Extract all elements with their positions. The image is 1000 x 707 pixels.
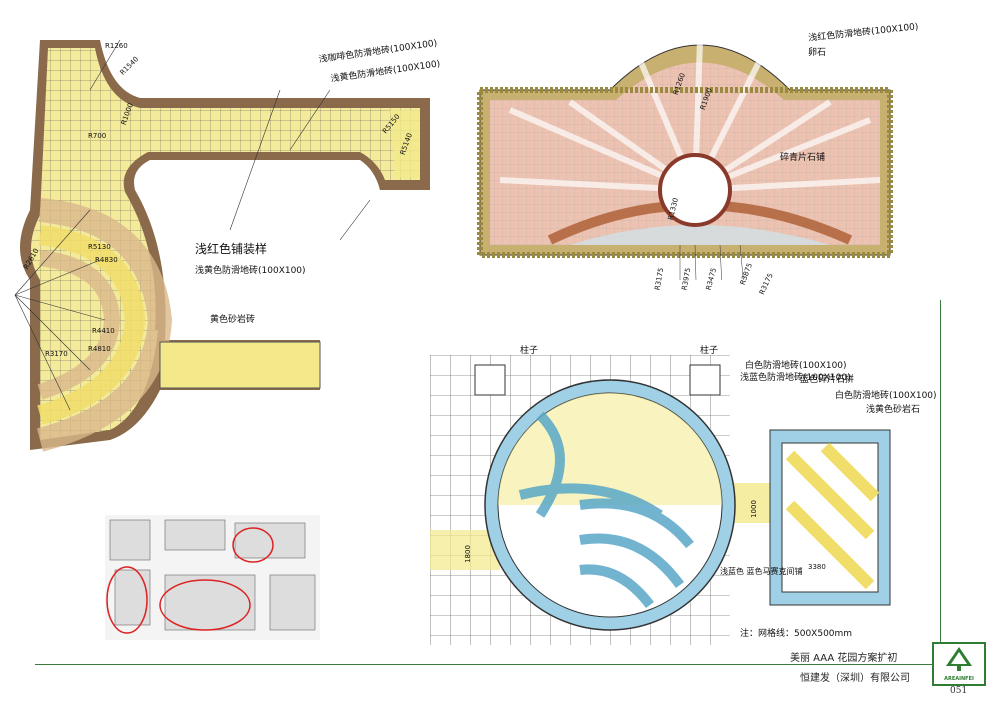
logo-text: AREAINFEI [944, 676, 974, 682]
label-mosaic: 浅蓝色 蓝色马赛克间铺 [720, 567, 803, 576]
label-light-yellow-bricks: 浅黄色防滑地砖(100X100) [195, 266, 306, 276]
label-paving-style: 浅红色铺装样 [195, 242, 268, 256]
label-note: 注：网格线：500X500mm [740, 629, 853, 639]
top-right-plan [477, 39, 893, 280]
label-yellow-brick-path: 黄色砂岩砖 [210, 315, 256, 325]
dim-left-7: R4810 [88, 345, 111, 353]
label-white-tile: 白色防滑地砖(100X100) [745, 361, 847, 371]
project-title: 美丽 AAA 花园方案扩初 [790, 653, 898, 664]
company-name: 恒建发（深圳）有限公司 [800, 673, 910, 684]
arc-band-mid [37, 225, 146, 425]
key-map [105, 515, 320, 640]
yellow-path [159, 341, 321, 389]
label-white-tile-2: 白色防滑地砖(100X100) [835, 391, 937, 401]
dim-br-2: 3380 [808, 563, 826, 571]
company-logo: AREAINFEI [932, 642, 986, 686]
plaza-curves [518, 411, 694, 609]
label-stone: 卵石 [808, 48, 827, 58]
label-column-1: 柱子 [520, 346, 539, 356]
label-blue-tile: 浅蓝色防滑地砖(100X100) [740, 373, 851, 383]
radius-lines [14, 39, 371, 411]
corner-yellow [390, 110, 420, 178]
dim-left-8: R3170 [45, 350, 68, 358]
diagonal-stripes [785, 442, 880, 590]
stone-border [477, 87, 893, 258]
tree-icon [946, 647, 972, 671]
dim-left-4: R5130 [88, 243, 111, 251]
key-circle-3 [159, 579, 251, 631]
center-circle [658, 153, 732, 227]
column-2 [689, 364, 721, 396]
key-circle-1 [232, 527, 274, 563]
dim-left-5: R4830 [95, 256, 118, 264]
key-circle-2 [106, 566, 148, 634]
dim-br-1: 1800 [463, 545, 472, 563]
arc-band-outer [36, 198, 173, 452]
footer-line [35, 664, 940, 665]
label-column-2: 柱子 [700, 346, 719, 356]
left-plan [14, 39, 430, 452]
dim-left-0: R1260 [105, 42, 128, 50]
dim-left-3: R700 [88, 132, 107, 140]
label-blue-stone: 蓝色碎片石拼 [800, 375, 855, 385]
frame-line [940, 300, 941, 665]
label-light-yellow: 浅黄色砂岩石 [866, 405, 921, 415]
arc-band-inner [37, 250, 121, 400]
label-stone-paving: 碎青片石铺 [780, 153, 826, 163]
dim-left-6: R4410 [92, 327, 115, 335]
page-number: 051 [950, 686, 968, 696]
column-1 [474, 364, 506, 396]
dim-br-0: 1000 [749, 500, 758, 518]
bottom-right-plan [430, 355, 891, 645]
